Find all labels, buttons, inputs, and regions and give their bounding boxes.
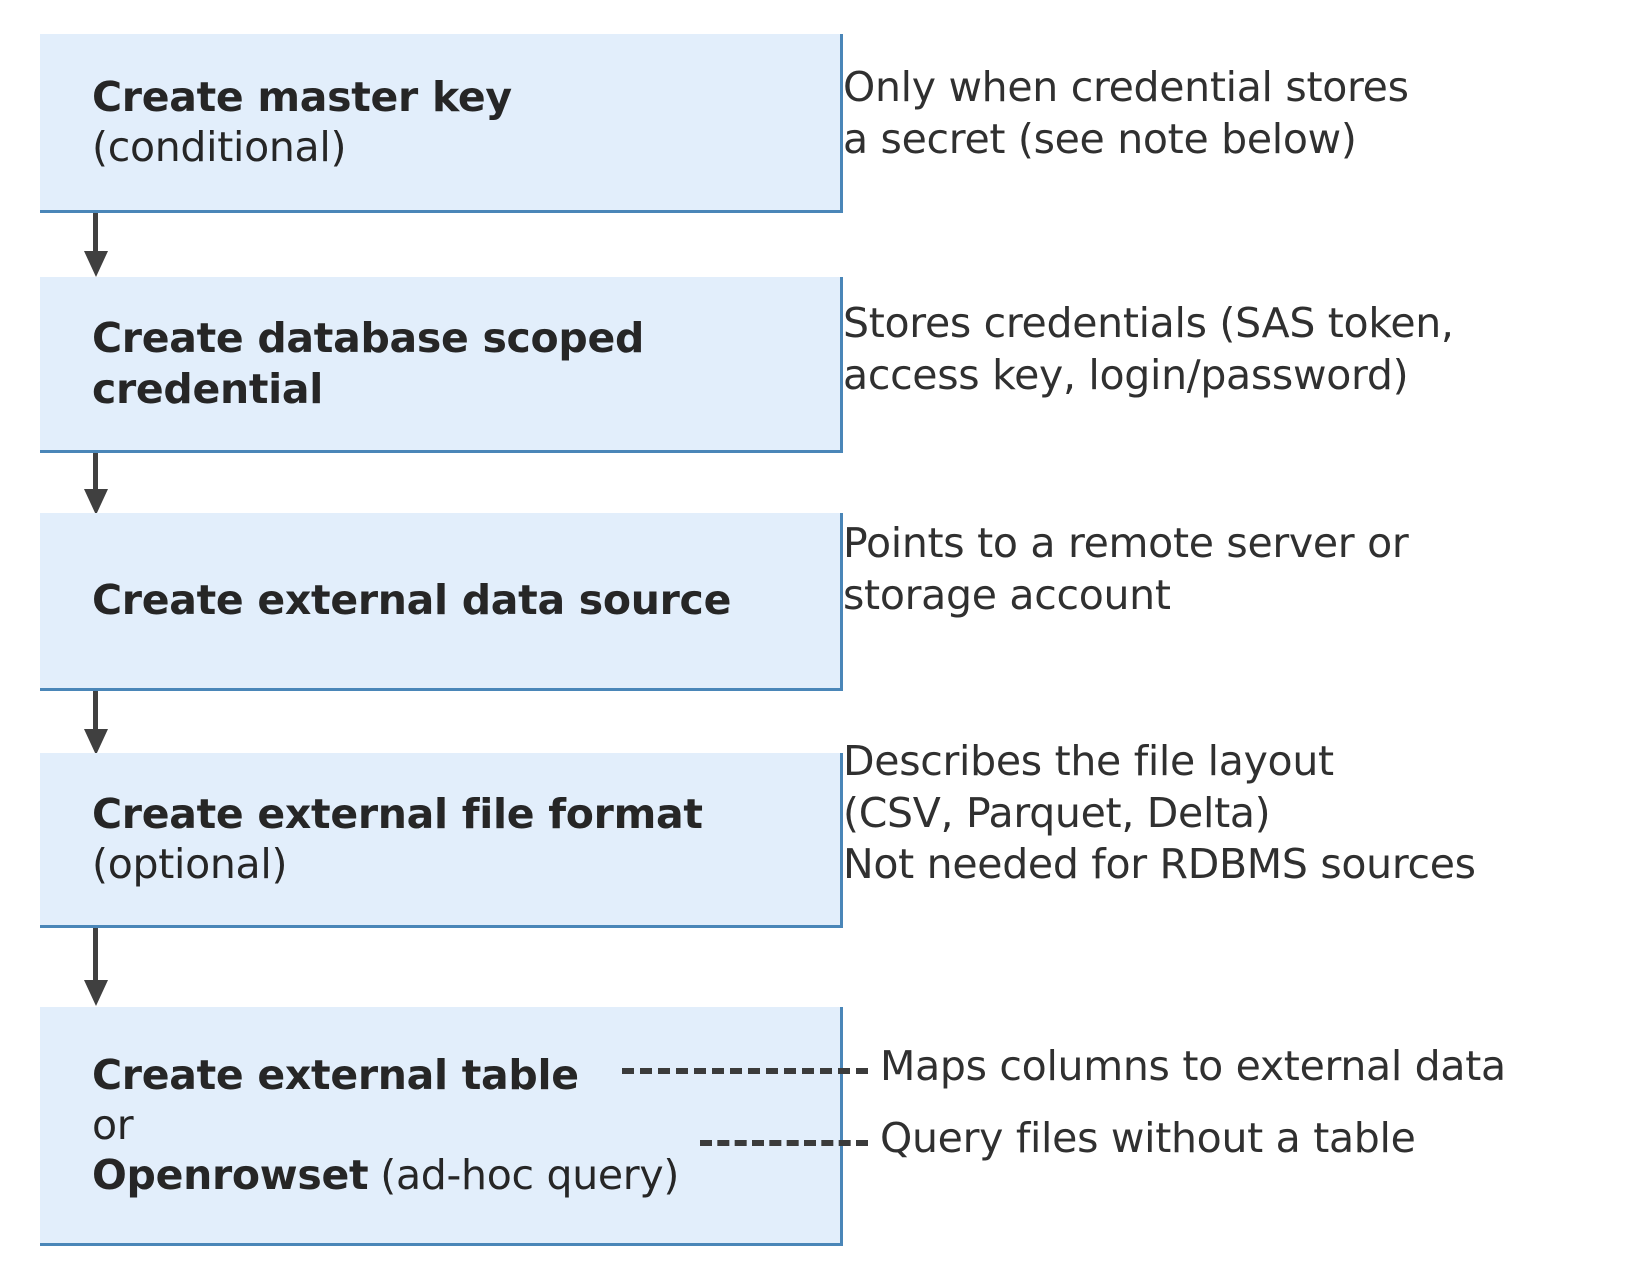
dashed-connector-external-table	[622, 1068, 868, 1074]
final-separator: or	[92, 1100, 134, 1149]
final-option-b-row: Openrowset (ad-hoc query)	[92, 1150, 840, 1200]
flow-arrow-2	[84, 453, 108, 515]
dashed-connector-openrowset	[700, 1140, 868, 1146]
step-box-create-master-key[interactable]: Create master key (conditional)	[40, 34, 843, 213]
step-note-create-database-scoped-credential: Stores credentials (SAS token, access ke…	[843, 299, 1454, 399]
step-box-create-external-file-format[interactable]: Create external file format (optional)	[40, 753, 843, 928]
step-subtitle: (optional)	[92, 840, 288, 888]
final-note-external-table: Maps columns to external data	[880, 1042, 1506, 1090]
final-option-b-suffix: (ad-hoc query)	[380, 1151, 680, 1199]
step-title: Create master key	[92, 72, 512, 121]
final-option-a-title: Create external table	[92, 1050, 579, 1099]
step-note-create-external-data-source: Points to a remote server or storage acc…	[843, 519, 1409, 619]
flow-arrow-3	[84, 691, 108, 755]
step-title: Create database scoped credential	[92, 314, 645, 413]
step-box-create-external-data-source[interactable]: Create external data source	[40, 513, 843, 691]
final-option-b-title: Openrowset	[92, 1151, 369, 1199]
flow-arrow-1	[84, 213, 108, 277]
step-box-create-external-table-or-openrowset[interactable]: Create external table or Openrowset (ad-…	[40, 1007, 843, 1246]
step-note-create-external-file-format: Describes the file layout (CSV, Parquet,…	[843, 737, 1476, 889]
step-title: Create external file format	[92, 789, 703, 838]
step-subtitle: (conditional)	[92, 123, 347, 171]
step-note-create-master-key: Only when credential stores a secret (se…	[843, 63, 1409, 163]
flow-arrow-4	[84, 928, 108, 1008]
step-box-create-database-scoped-credential[interactable]: Create database scoped credential	[40, 277, 843, 453]
final-note-openrowset: Query files without a table	[880, 1114, 1416, 1162]
step-title: Create external data source	[92, 576, 732, 625]
